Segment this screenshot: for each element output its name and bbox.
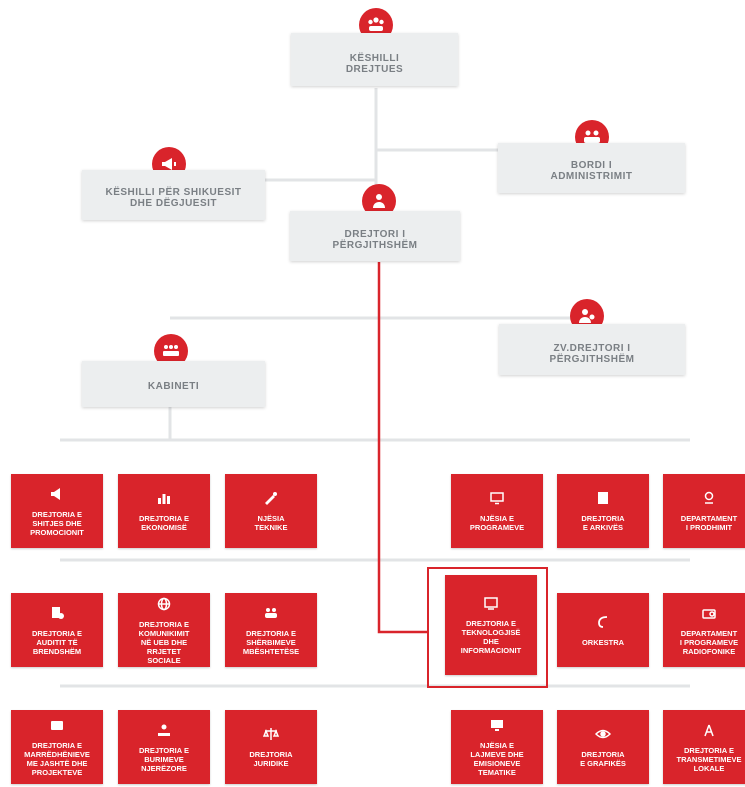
globe-icon — [152, 596, 176, 612]
zv-drejtori-label: ZV.DREJTORI I PËRGJITHSHËM — [549, 342, 635, 365]
dept-marredhenieve[interactable]: DREJTORIA E MARRËDHËNIEVE ME JASHTË DHE … — [11, 710, 103, 784]
bordi-label: BORDI I ADMINISTRIMIT — [550, 160, 633, 182]
production-icon — [697, 490, 721, 506]
drejtori-label: DREJTORI I PËRGJITHSHËM — [332, 229, 418, 251]
dept-juridike[interactable]: DREJTORIA JURIDIKE — [225, 710, 317, 784]
scales-icon — [259, 726, 283, 742]
dept-label: DEPARTAMENT I PROGRAMEVE RADIOFONIKE — [679, 628, 739, 656]
dept-label: NJËSIA TEKNIKE — [254, 514, 288, 532]
dept-ekonomise[interactable]: DREJTORIA E EKONOMISË — [118, 474, 210, 548]
keshilli-drejtues-label: KËSHILLI DREJTUES — [345, 52, 404, 75]
radio-icon — [697, 605, 721, 621]
audit-document-icon — [45, 605, 69, 621]
monitor-icon — [485, 490, 509, 506]
eye-icon — [591, 726, 615, 742]
archive-icon — [591, 490, 615, 506]
dept-label: DREJTORIA E SHITJES DHE PROMOCIONIT — [30, 509, 84, 537]
dept-sherbimeve[interactable]: DREJTORIA E SHËRBIMEVE MBËSHTETËSE — [225, 593, 317, 667]
zv-drejtori-box[interactable]: ZV.DREJTORI I PËRGJITHSHËM — [499, 324, 685, 375]
highlight-frame — [427, 567, 548, 688]
tower-icon — [697, 722, 721, 738]
keshilli-shikuesit-label: KËSHILLI PËR SHIKUESIT DHE DËGJUESIT — [105, 187, 242, 209]
dept-lajmeve[interactable]: NJËSIA E LAJMEVE DHE EMISIONEVE TEMATIKE — [451, 710, 543, 784]
hand-people-icon — [152, 722, 176, 738]
dept-komunikimit[interactable]: DREJTORIA E KOMUNIKIMIT NË UEB DHE RRJET… — [118, 593, 210, 667]
dept-teknologjise[interactable]: DREJTORIA E TEKNOLOGJISË DHE INFORMACION… — [445, 575, 537, 675]
dept-label: DREJTORIA E TEKNOLOGJISË DHE INFORMACION… — [460, 619, 522, 655]
dept-label: DEPARTAMENT I PRODHIMIT — [680, 514, 738, 532]
dept-njesia-programeve[interactable]: NJËSIA E PROGRAMEVE — [451, 474, 543, 548]
dept-label: DREJTORIA E EKONOMISË — [138, 514, 189, 532]
dept-label: DREJTORIA JURIDIKE — [249, 750, 293, 768]
dept-label: DREJTORIA E KOMUNIKIMIT NË UEB DHE RRJET… — [138, 619, 190, 665]
dept-label: NJËSIA E LAJMEVE DHE EMISIONEVE TEMATIKE — [470, 741, 524, 777]
dept-njesia-teknike[interactable]: NJËSIA TEKNIKE — [225, 474, 317, 548]
dept-label: DREJTORIA E TRANSMETIMEVE LOKALE — [676, 745, 742, 773]
news-screen-icon — [485, 717, 509, 733]
keshilli-drejtues-box[interactable]: KËSHILLI DREJTUES — [291, 33, 458, 86]
highlight-path — [377, 262, 427, 634]
dept-prodhimit[interactable]: DEPARTAMENT I PRODHIMIT — [663, 474, 745, 548]
drejtori-box[interactable]: DREJTORI I PËRGJITHSHËM — [290, 211, 460, 261]
dept-orkestra[interactable]: ORKESTRA — [557, 593, 649, 667]
music-note-icon — [591, 614, 615, 630]
dept-burimeve[interactable]: DREJTORIA E BURIMEVE NJERËZORE — [118, 710, 210, 784]
kabineti-label: KABINETI — [147, 380, 200, 392]
dept-shitjes-promocionit[interactable]: DREJTORIA E SHITJES DHE PROMOCIONIT — [11, 474, 103, 548]
dept-transmetimeve[interactable]: DREJTORIA E TRANSMETIMEVE LOKALE — [663, 710, 745, 784]
dept-label: DREJTORIA E SHËRBIMEVE MBËSHTETËSE — [242, 628, 300, 656]
dept-label: NJËSIA E PROGRAMEVE — [469, 514, 525, 532]
kabineti-box[interactable]: KABINETI — [82, 361, 265, 407]
dept-label: DREJTORIA E MARRËDHËNIEVE ME JASHTË DHE … — [24, 741, 90, 777]
dept-label: DREJTORIA E ARKIVËS — [581, 514, 625, 532]
tools-icon — [259, 490, 283, 506]
dept-label: DREJTORIA E GRAFIKËS — [580, 750, 626, 768]
computer-icon — [479, 595, 503, 611]
bar-chart-icon — [152, 490, 176, 506]
dept-label: DREJTORIA E BURIMEVE NJERËZORE — [138, 745, 189, 773]
dept-programeve-radiofonike[interactable]: DEPARTAMENT I PROGRAMEVE RADIOFONIKE — [663, 593, 745, 667]
folder-globe-icon — [45, 717, 69, 733]
dept-label: DREJTORIA E AUDITIT TË BRENDSHËM — [31, 628, 82, 656]
dept-label: ORKESTRA — [581, 637, 625, 647]
dept-arkives[interactable]: DREJTORIA E ARKIVËS — [557, 474, 649, 548]
dept-grafikes[interactable]: DREJTORIA E GRAFIKËS — [557, 710, 649, 784]
support-people-icon — [259, 605, 283, 621]
keshilli-shikuesit-box[interactable]: KËSHILLI PËR SHIKUESIT DHE DËGJUESIT — [82, 170, 265, 220]
dept-auditit[interactable]: DREJTORIA E AUDITIT TË BRENDSHËM — [11, 593, 103, 667]
bordi-box[interactable]: BORDI I ADMINISTRIMIT — [498, 143, 685, 193]
megaphone-icon — [45, 486, 69, 502]
